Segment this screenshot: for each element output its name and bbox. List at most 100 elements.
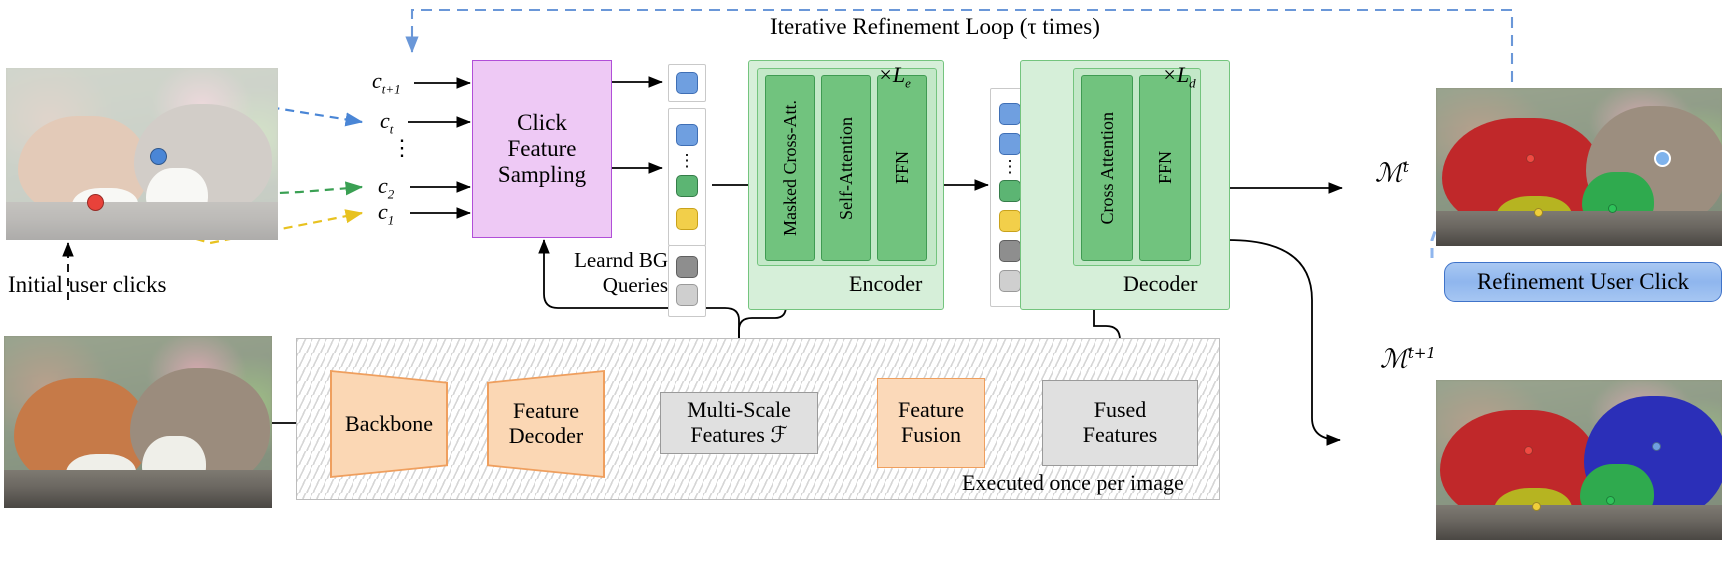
refinement-click-dot-blue[interactable] — [1654, 150, 1671, 167]
photo-ledge — [1436, 504, 1722, 540]
click-input-arrows — [408, 77, 471, 219]
click-label-c-2: c2 — [378, 173, 394, 202]
decoder-repeat-symbol: ×L — [1162, 62, 1190, 87]
token-green — [676, 175, 698, 198]
c-symbol: c — [378, 199, 388, 224]
c-symbol: c — [378, 173, 388, 198]
token-blue — [676, 72, 698, 94]
click-dot-red[interactable] — [1526, 154, 1535, 163]
msf-to-encoder-arrow — [738, 251, 792, 392]
token-green — [999, 179, 1021, 202]
token-ellipsis: ⋮ — [678, 150, 696, 170]
encoder-col-masked-cross-att[interactable]: Masked Cross-Att. — [765, 75, 815, 261]
click-dot-red[interactable] — [1524, 446, 1533, 455]
output-mask-image-t — [1436, 88, 1722, 246]
msf-label-line2: Features ℱ — [690, 422, 788, 447]
encoder-col-label: Masked Cross-Att. — [779, 100, 800, 236]
multi-scale-features-block[interactable]: Multi-Scale Features ℱ — [660, 392, 818, 454]
token-light-gray — [676, 284, 698, 306]
encoder-col-ffn[interactable]: FFN — [877, 75, 927, 261]
click-dot-green[interactable] — [1608, 204, 1617, 213]
refinement-user-click-label: Refinement User Click — [1476, 269, 1690, 294]
decoder-col-ffn[interactable]: FFN — [1139, 75, 1191, 261]
source-image — [4, 336, 272, 508]
c-subscript: 2 — [387, 186, 395, 202]
encoder-repeat-sub: e — [905, 75, 911, 91]
encoder-block[interactable]: Masked Cross-Att. Self-Attention FFN Enc… — [748, 60, 944, 310]
initial-user-clicks-label: Initial user clicks — [8, 272, 167, 297]
token-yellow — [999, 209, 1021, 232]
fusion-label-line2: Fusion — [901, 422, 961, 447]
click-dot-blue[interactable] — [1652, 442, 1661, 451]
decoder-col-cross-attention[interactable]: Cross Attention — [1081, 75, 1133, 261]
encoder-repeat-symbol: ×L — [878, 62, 906, 87]
mask-t-label: ℳt — [1375, 158, 1409, 189]
input-image-with-clicks — [6, 68, 278, 240]
token-blue — [999, 103, 1021, 126]
learnd-bg-queries-label-line2: Queries — [602, 273, 668, 297]
click-dot-green[interactable] — [1606, 496, 1615, 505]
cfs-output-arrows — [612, 76, 663, 174]
click-dot-yellow[interactable] — [1534, 208, 1543, 217]
click-labels-ellipsis: ⋮ — [391, 135, 413, 160]
output-mask-image-t-plus-1 — [1436, 380, 1722, 540]
decoder-label: Decoder — [1123, 271, 1198, 296]
encoder-col-label: FFN — [891, 151, 912, 185]
decoder-col-label: FFN — [1154, 151, 1175, 185]
mask-t-plus-1-label: ℳt+1 — [1380, 344, 1436, 375]
feature-decoder-block[interactable]: Feature Decoder — [487, 370, 605, 478]
mask-symbol: ℳ — [1375, 158, 1403, 189]
msf-to-cfs-arrow — [538, 239, 740, 392]
photo-fade-overlay — [6, 68, 278, 240]
backbone-label: Backbone — [345, 411, 433, 436]
token-ellipsis: ⋮ — [1001, 157, 1019, 177]
encoder-inner-panel: Masked Cross-Att. Self-Attention FFN — [757, 68, 937, 266]
decoder-repeat-sub: d — [1189, 75, 1196, 91]
feature-decoder-label-line1: Feature — [513, 398, 579, 424]
feature-fusion-block[interactable]: Feature Fusion — [877, 378, 985, 468]
click-feature-sampling-block[interactable]: Click Feature Sampling — [472, 60, 612, 238]
iterative-refinement-loop-label: Iterative Refinement Loop (τ times) — [770, 14, 1100, 39]
c-symbol: c — [380, 108, 390, 133]
cfs-line-1: Click — [517, 110, 567, 136]
token-blue — [999, 133, 1021, 156]
encoder-col-self-attention[interactable]: Self-Attention — [821, 75, 871, 261]
token-column-clicks: ⋮ — [668, 108, 706, 246]
c-subscript: t — [389, 121, 394, 137]
mask-symbol: ℳ — [1380, 344, 1408, 375]
token-gray — [676, 256, 698, 278]
token-blue — [676, 124, 698, 147]
click-dot-blue[interactable] — [150, 148, 167, 165]
cfs-line-2: Feature — [507, 136, 577, 162]
refinement-user-click-button[interactable]: Refinement User Click — [1444, 262, 1722, 302]
msf-label-line1: Multi-Scale — [687, 397, 791, 423]
decoder-repeat-label: ×Ld — [1162, 62, 1196, 91]
fused-label-line1: Fused — [1093, 397, 1147, 423]
decoder-col-label: Cross Attention — [1096, 111, 1117, 225]
c-subscript: t+1 — [381, 81, 401, 97]
click-label-c-t-plus-1: ct+1 — [372, 68, 401, 97]
click-dot-red[interactable] — [87, 194, 104, 211]
iterative-refinement-loop-arrow — [405, 8, 1514, 100]
decoder-to-mask-t1-arrow — [1227, 239, 1341, 446]
decoder-block[interactable]: Cross Attention FFN Decoder — [1020, 60, 1230, 310]
encoder-label: Encoder — [849, 271, 923, 296]
cfs-line-3: Sampling — [497, 161, 587, 187]
mask-superscript: t+1 — [1407, 344, 1436, 362]
fused-features-block[interactable]: Fused Features — [1042, 380, 1198, 466]
click-label-c-t: ct — [380, 108, 393, 137]
mask-superscript: t — [1402, 158, 1409, 176]
photo-ledge — [4, 470, 272, 508]
feature-decoder-label-line2: Decoder — [508, 423, 584, 448]
backbone-block[interactable]: Backbone — [330, 370, 448, 478]
token-column-bg-queries — [668, 245, 706, 317]
photo-ledge — [1436, 211, 1722, 246]
token-column-new-click — [668, 64, 706, 102]
encoder-repeat-label: ×Le — [878, 62, 911, 91]
decoder-inner-panel: Cross Attention FFN — [1073, 68, 1201, 266]
token-gray — [999, 239, 1021, 262]
executed-once-per-image-label: Executed once per image — [962, 470, 1184, 495]
fusion-label-line1: Feature — [898, 397, 964, 423]
click-label-c-1: c1 — [378, 199, 394, 228]
click-dot-yellow[interactable] — [1532, 502, 1541, 511]
